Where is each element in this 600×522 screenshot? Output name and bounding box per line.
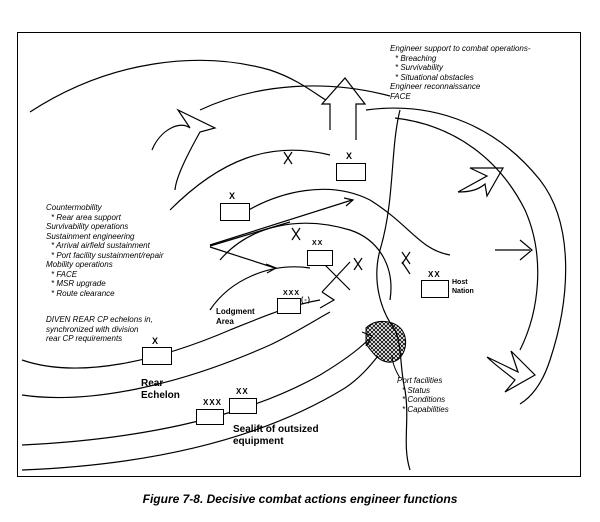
echelon-center-xx: XX [312, 240, 324, 247]
inner-curve-1 [169, 149, 331, 211]
fan-line-1 [209, 199, 353, 246]
unit-symbol-center [307, 250, 333, 266]
sweep-arrow-top-left [29, 59, 327, 113]
lodgment-area-label: Lodgment Area [216, 307, 255, 326]
rear-echelon-label: Rear Echelon [141, 378, 180, 401]
port-facilities-text: Port facilities * Status * Conditions * … [397, 376, 449, 414]
cross-mark-2 [291, 227, 301, 241]
echelon-top: X [346, 151, 354, 161]
figure-frame [17, 32, 581, 477]
unit-symbol-sealift-2 [229, 398, 257, 414]
echelon-sealift-xx: XX [236, 387, 249, 396]
unit-symbol-top [336, 163, 366, 181]
sweep-arrow-top [199, 85, 391, 111]
boundary-curve [239, 188, 451, 256]
echelon-host: XX [428, 270, 441, 279]
sealift-arrow-2 [21, 355, 379, 471]
cross-mark-3 [353, 257, 363, 271]
rear-cp-text: DIVEN REAR CP echelons in, synchronized … [46, 315, 153, 343]
figure-caption: Figure 7-8. Decisive combat actions engi… [142, 492, 458, 506]
rear-arrow-2 [21, 311, 331, 399]
obstacle-x [321, 261, 351, 293]
fan-line-3 [209, 246, 276, 269]
cross-mark-1 [283, 151, 293, 165]
arrow-right-bottom [486, 350, 536, 393]
rear-arrowhead [319, 291, 336, 309]
outer-arc-arrow [365, 107, 567, 405]
arrow-right-mid [495, 239, 533, 261]
echelon-minus: (-) [301, 297, 311, 304]
functions-list-text: Countermobility * Rear area support Surv… [46, 203, 164, 298]
inner-curve-2 [219, 222, 392, 301]
host-nation-label: Host Nation [452, 279, 474, 295]
unit-symbol-sealift-1 [196, 409, 224, 425]
fan-arrowhead-1 [343, 197, 355, 207]
unit-symbol-rear [142, 347, 172, 365]
echelon-upper-left: X [229, 191, 237, 201]
echelon-sealift-xxx: XXX [203, 398, 223, 407]
up-arrow-center [320, 77, 367, 140]
port-pointer [391, 354, 401, 379]
up-arrow-left [151, 108, 217, 191]
fan-line-2 [209, 221, 291, 247]
engineer-support-text: Engineer support to combat operations- *… [390, 44, 531, 101]
echelon-center-xxx: XXX [283, 290, 301, 297]
coast-line [376, 109, 411, 471]
fan-arrowhead-3 [265, 263, 278, 274]
unit-symbol-host [421, 280, 449, 298]
sealift-arrow-1 [21, 339, 369, 446]
cross-mark-4 [401, 251, 411, 275]
unit-symbol-lodgment [277, 298, 301, 314]
sealift-label: Sealift of outsized equipment [233, 424, 319, 447]
lodgment-curve [209, 266, 311, 311]
outer-arc-inner [394, 117, 539, 351]
port-facility-area [365, 321, 407, 363]
echelon-rear: X [152, 336, 160, 346]
arrow-right-top [457, 167, 505, 198]
unit-symbol-upper-left [220, 203, 250, 221]
